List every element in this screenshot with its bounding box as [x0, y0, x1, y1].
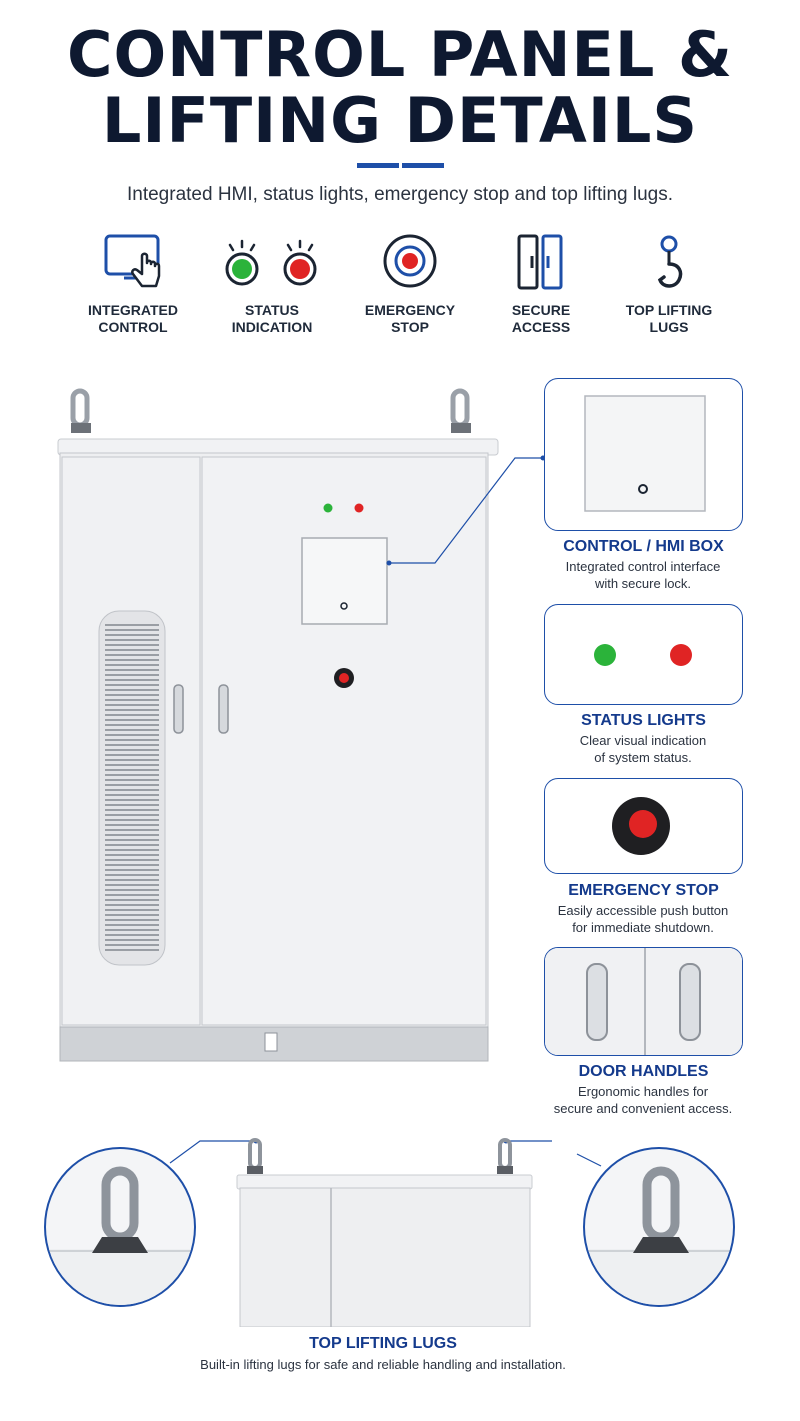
feature-label-line1: STATUS [245, 302, 299, 318]
feature-label-line1: EMERGENCY [364, 302, 456, 318]
lifting-title: TOP LIFTING LUGS [309, 1335, 457, 1352]
detail-title: STATUS LIGHTS [581, 712, 706, 729]
feature-label-line2: CONTROL [98, 319, 168, 335]
detail-line2: for immediate shutdown. [572, 920, 714, 935]
feature-label-line2: LUGS [649, 319, 689, 335]
feature-emergency-stop: EMERGENCY STOP [345, 232, 475, 336]
touchscreen-hand-icon [68, 232, 198, 300]
feature-top-lifting-lugs: TOP LIFTING LUGS [604, 232, 734, 336]
detail-card-hmi-box [544, 378, 743, 531]
cabinet-top-view [235, 1132, 535, 1327]
lifting-lug-closeup-left [44, 1147, 196, 1307]
detail-line1: Easily accessible push button [557, 903, 729, 918]
page-subtitle: Integrated HMI, status lights, emergency… [126, 184, 673, 205]
title-underline-left [357, 163, 399, 168]
feature-integrated-control: INTEGRATED CONTROL [68, 232, 198, 336]
door-lock-icon [476, 232, 606, 300]
detail-card-door-handles [544, 947, 743, 1056]
lifting-lug-closeup-right [583, 1147, 735, 1307]
page-title-line1: CONTROL PANEL & [66, 18, 734, 91]
lifting-connector-right [576, 1153, 602, 1167]
feature-secure-access: SECURE ACCESS [476, 232, 606, 336]
status-lights-icon [207, 232, 337, 300]
detail-card-status-lights [544, 604, 743, 705]
callout-connector [386, 455, 546, 566]
lifting-hook-icon [604, 232, 734, 300]
cabinet-illustration [55, 385, 505, 1065]
lifting-body: Built-in lifting lugs for safe and relia… [200, 1357, 566, 1372]
detail-line1: Ergonomic handles for [577, 1084, 709, 1099]
detail-title: EMERGENCY STOP [568, 882, 719, 899]
feature-label-line2: STOP [391, 319, 429, 335]
feature-status-indication: STATUS INDICATION [207, 232, 337, 336]
feature-label-line2: ACCESS [511, 319, 571, 335]
feature-label-line1: SECURE [511, 302, 571, 318]
feature-label-line2: INDICATION [231, 319, 313, 335]
detail-line1: Integrated control interface [565, 559, 721, 574]
lifting-eye-right [450, 388, 471, 433]
emergency-stop-icon [345, 232, 475, 300]
lifting-eye-left [70, 388, 91, 433]
detail-line2: secure and convenient access. [553, 1101, 733, 1116]
detail-card-emergency-stop [544, 778, 743, 874]
detail-line1: Clear visual indication [579, 733, 707, 748]
detail-title: CONTROL / HMI BOX [563, 538, 724, 555]
detail-title: DOOR HANDLES [578, 1063, 709, 1080]
detail-line2: with secure lock. [594, 576, 692, 591]
feature-label-line1: TOP LIFTING [625, 302, 713, 318]
page-title-line2: LIFTING DETAILS [101, 84, 699, 157]
feature-label-line1: INTEGRATED [88, 302, 178, 318]
title-underline-right [402, 163, 444, 168]
detail-line2: of system status. [594, 750, 692, 765]
